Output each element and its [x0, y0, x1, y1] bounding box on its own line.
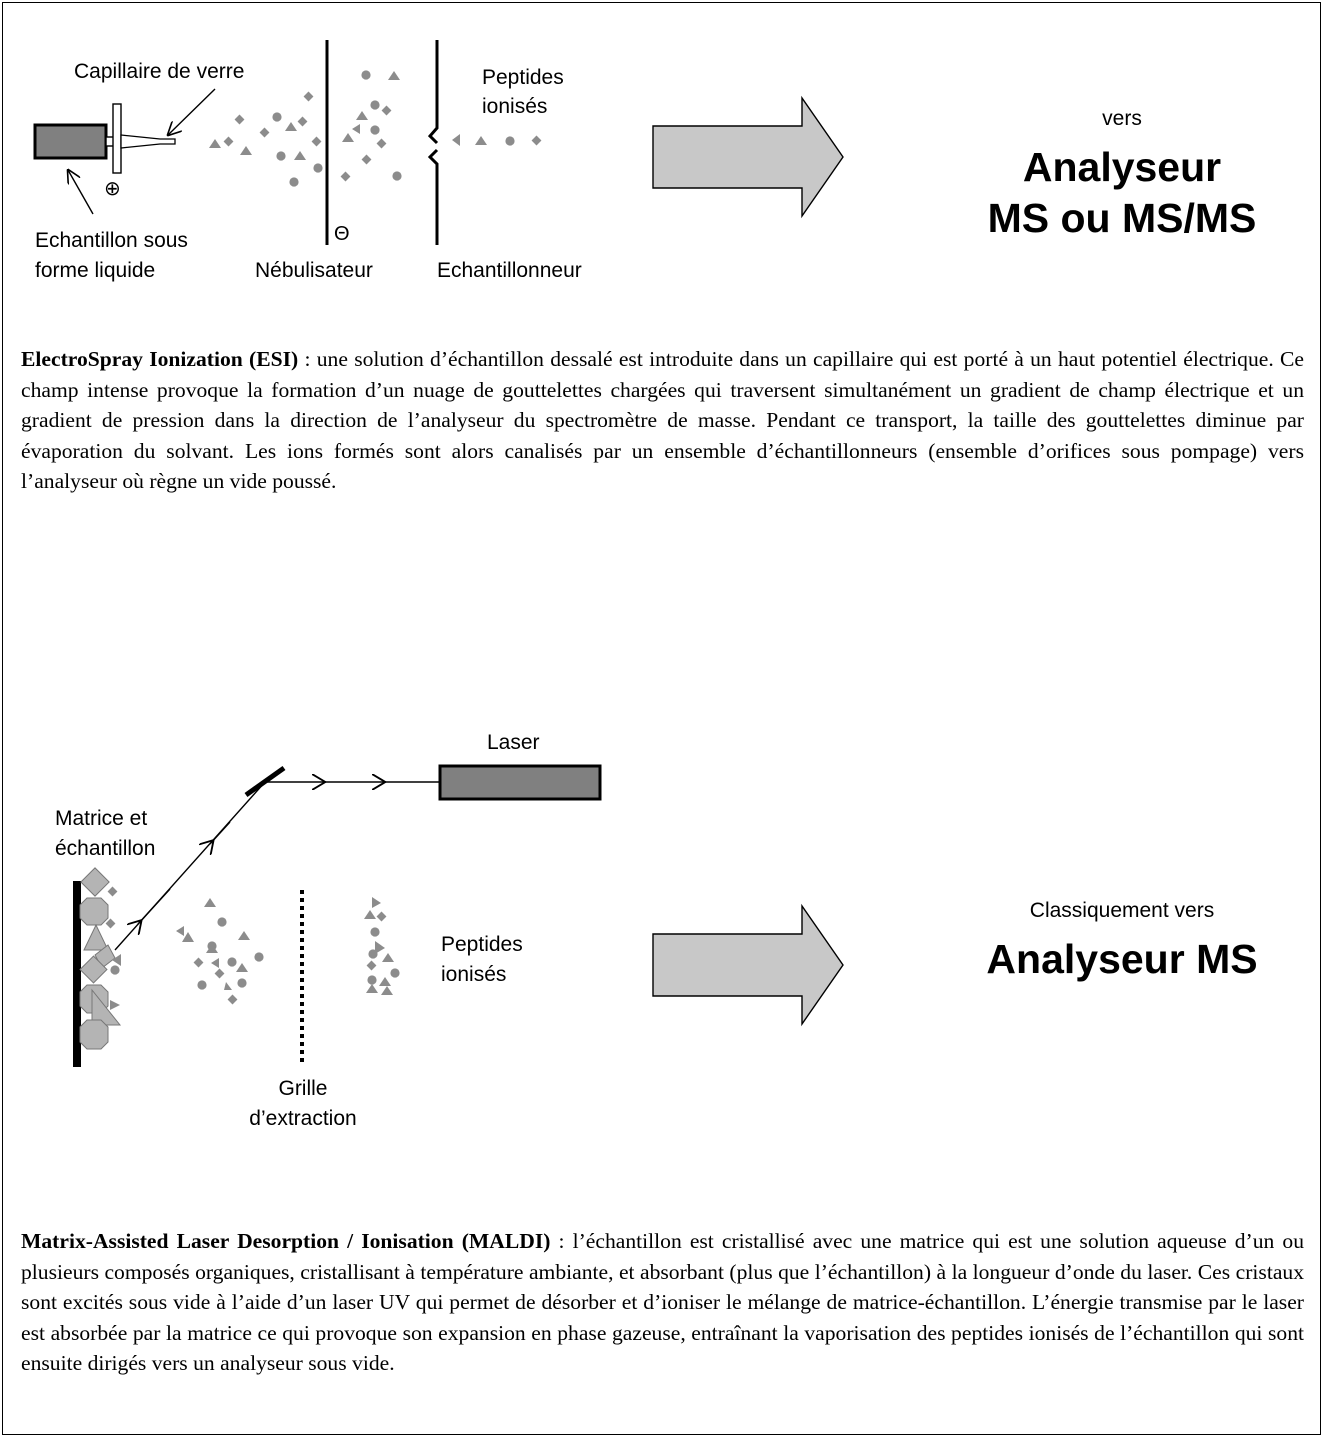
- maldi-description: Matrix-Assisted Laser Desorption / Ionis…: [21, 1226, 1304, 1379]
- maldi-matrix-crystals: [79, 867, 122, 1050]
- maldi-matrix-label-line2: échantillon: [55, 837, 155, 860]
- esi-destination-line1: Analyseur: [1023, 144, 1221, 190]
- esi-description: ElectroSpray Ionization (ESI) : une solu…: [21, 344, 1304, 497]
- maldi-description-text: : l’échantillon est cristallisé avec une…: [21, 1229, 1304, 1375]
- esi-capillary-pointer: [168, 88, 216, 135]
- esi-capillary-flange: [112, 103, 122, 174]
- maldi-plate-molecules: [105, 886, 121, 1010]
- maldi-reflected-arrow-2: [210, 821, 231, 844]
- esi-capillary-label: Capillaire de verre: [74, 60, 244, 83]
- esi-sampler-label: Echantillonneur: [437, 259, 582, 282]
- esi-minus-sign: Θ: [334, 223, 350, 245]
- maldi-mirror: [244, 765, 286, 798]
- esi-sample-block: [33, 123, 108, 160]
- maldi-grid-label-line2: d’extraction: [249, 1107, 356, 1130]
- maldi-laser-label: Laser: [487, 731, 540, 754]
- esi-droplet-cloud: [209, 70, 542, 187]
- esi-destination-prefix: vers: [1102, 107, 1142, 130]
- esi-diagram: ⊕ Capillaire de verre Echantillon sous f…: [33, 40, 1257, 282]
- maldi-matrix-label-line1: Matrice et: [55, 807, 147, 830]
- esi-sample-label-line2: forme liquide: [35, 259, 155, 282]
- esi-sampler-plate: [427, 40, 439, 245]
- esi-description-term: ElectroSpray Ionization (ESI): [21, 347, 299, 371]
- maldi-target-plate: [73, 881, 81, 1067]
- esi-plus-sign: ⊕: [104, 178, 121, 200]
- esi-capillary-tip: [120, 134, 176, 149]
- esi-nebulizer-label: Nébulisateur: [255, 259, 373, 282]
- esi-sample-pointer: [68, 170, 94, 215]
- maldi-peptides-label-line2: ionisés: [441, 963, 506, 986]
- maldi-laser-block: [438, 764, 602, 801]
- maldi-peptides-label-line1: Peptides: [441, 933, 523, 956]
- esi-sample-label-line1: Echantillon sous: [35, 229, 188, 252]
- maldi-destination-prefix: Classiquement vers: [1030, 899, 1214, 922]
- maldi-transfer-arrow: [652, 903, 844, 1027]
- esi-peptides-label-line1: Peptides: [482, 66, 564, 89]
- maldi-desorbed-cloud: [176, 898, 264, 1005]
- esi-destination-line2: MS ou MS/MS: [988, 195, 1257, 241]
- maldi-diagram: Laser Matrice et échantillon: [55, 731, 1258, 1130]
- esi-description-text: : une solution d’échantillon dessalé est…: [21, 347, 1304, 493]
- maldi-destination-line1: Analyseur MS: [986, 936, 1257, 982]
- maldi-grid-label-line1: Grille: [278, 1077, 327, 1100]
- maldi-reflected-arrow: [138, 888, 171, 924]
- maldi-ionized-peptides: [364, 897, 400, 995]
- esi-peptides-label-line2: ionisés: [482, 95, 547, 118]
- esi-transfer-arrow: [652, 95, 844, 219]
- maldi-description-term: Matrix-Assisted Laser Desorption / Ionis…: [21, 1229, 551, 1253]
